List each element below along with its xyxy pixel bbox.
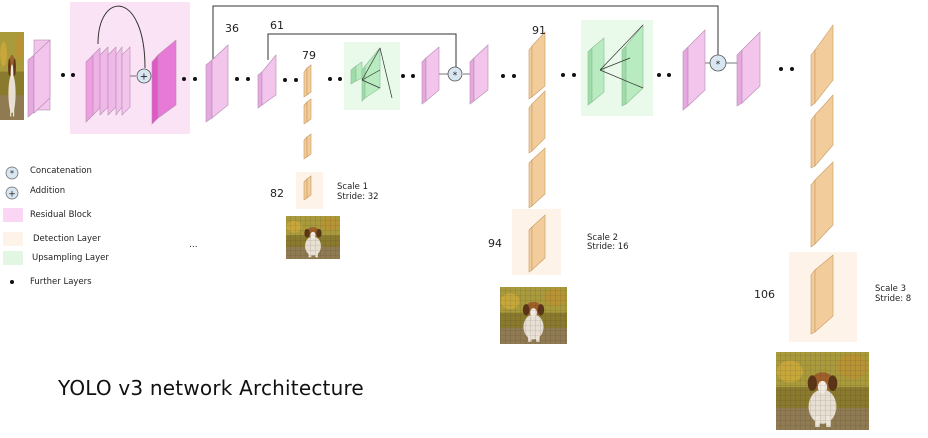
conv-layer <box>682 46 689 111</box>
concatenation-icon: * <box>447 66 463 82</box>
upsample-lines <box>361 24 644 99</box>
layer-number-94: 94 <box>488 237 502 250</box>
ellipsis-text: ... <box>189 240 198 250</box>
conv-layer <box>736 49 743 107</box>
svg-text:*: * <box>453 71 458 81</box>
conv-layer <box>469 57 475 105</box>
scale-3-label: Scale 3 <box>875 284 906 294</box>
residual-swatch <box>3 208 23 222</box>
concatenation-icon <box>5 166 19 180</box>
diagram-title: YOLO v3 network Architecture <box>58 376 364 400</box>
conv-layer <box>473 44 489 102</box>
svg-text:*: * <box>716 60 721 70</box>
layer-number-106: 106 <box>754 288 775 301</box>
concatenation-icon: * <box>709 54 727 72</box>
conv-layer <box>85 54 94 123</box>
conv-layer <box>115 46 123 116</box>
addition-icon: + <box>136 68 152 84</box>
layer-number-36: 36 <box>225 22 239 35</box>
conv-layer <box>107 46 117 116</box>
conv-layer <box>205 59 213 123</box>
conv-layer <box>151 54 159 125</box>
further-layer-dots <box>61 67 794 82</box>
scale-2-label: Scale 2 <box>587 233 618 243</box>
svg-text:*: * <box>10 169 14 178</box>
input-image <box>0 32 24 120</box>
conv-layer <box>687 29 706 107</box>
svg-text:Concatenation: Concatenation <box>30 166 92 176</box>
stride-2-label: Stride: 16 <box>587 242 629 252</box>
conv-layer <box>33 39 51 114</box>
legend: * Concatenation + Addition Residual Bloc… <box>3 166 109 287</box>
conv-layer <box>211 44 229 119</box>
conv-layer <box>257 71 263 109</box>
conv-layer <box>27 54 35 118</box>
dog-image-scale-1 <box>286 216 340 259</box>
svg-text:+: + <box>8 190 16 200</box>
conv-layer <box>121 46 131 116</box>
svg-text:Addition: Addition <box>30 186 65 196</box>
conv-layer <box>92 47 101 116</box>
dog-image-scale-2 <box>500 287 567 344</box>
svg-text:Further Layers: Further Layers <box>30 277 92 287</box>
svg-text:Upsampling Layer: Upsampling Layer <box>32 253 109 263</box>
conv-layer <box>261 54 277 106</box>
detection-swatch <box>3 232 23 246</box>
stride-1-label: Stride: 32 <box>337 192 379 202</box>
conv-layer <box>421 57 427 105</box>
conv-layer <box>157 39 177 119</box>
layer-number-61: 61 <box>270 19 284 32</box>
further-layers-dot <box>10 280 14 284</box>
upsampling-swatch <box>3 251 23 265</box>
dog-image-scale-3 <box>776 352 869 430</box>
svg-text:+: + <box>140 72 148 83</box>
stride-3-label: Stride: 8 <box>875 294 911 304</box>
route-lines <box>97 5 719 69</box>
conv-layer <box>425 46 440 102</box>
conv-layer <box>741 31 761 104</box>
conv-layers <box>27 29 761 125</box>
layer-number-79: 79 <box>302 49 316 62</box>
addition-icon <box>5 186 19 200</box>
layer-number-91: 91 <box>532 24 546 37</box>
upsampling-layers <box>350 24 644 107</box>
svg-text:Residual Block: Residual Block <box>30 210 92 220</box>
detection-layers <box>303 24 834 335</box>
scale-1-label: Scale 1 <box>337 182 368 192</box>
layer-number-82: 82 <box>270 187 284 200</box>
svg-text:Detection Layer: Detection Layer <box>33 234 101 244</box>
conv-layer <box>99 46 109 116</box>
